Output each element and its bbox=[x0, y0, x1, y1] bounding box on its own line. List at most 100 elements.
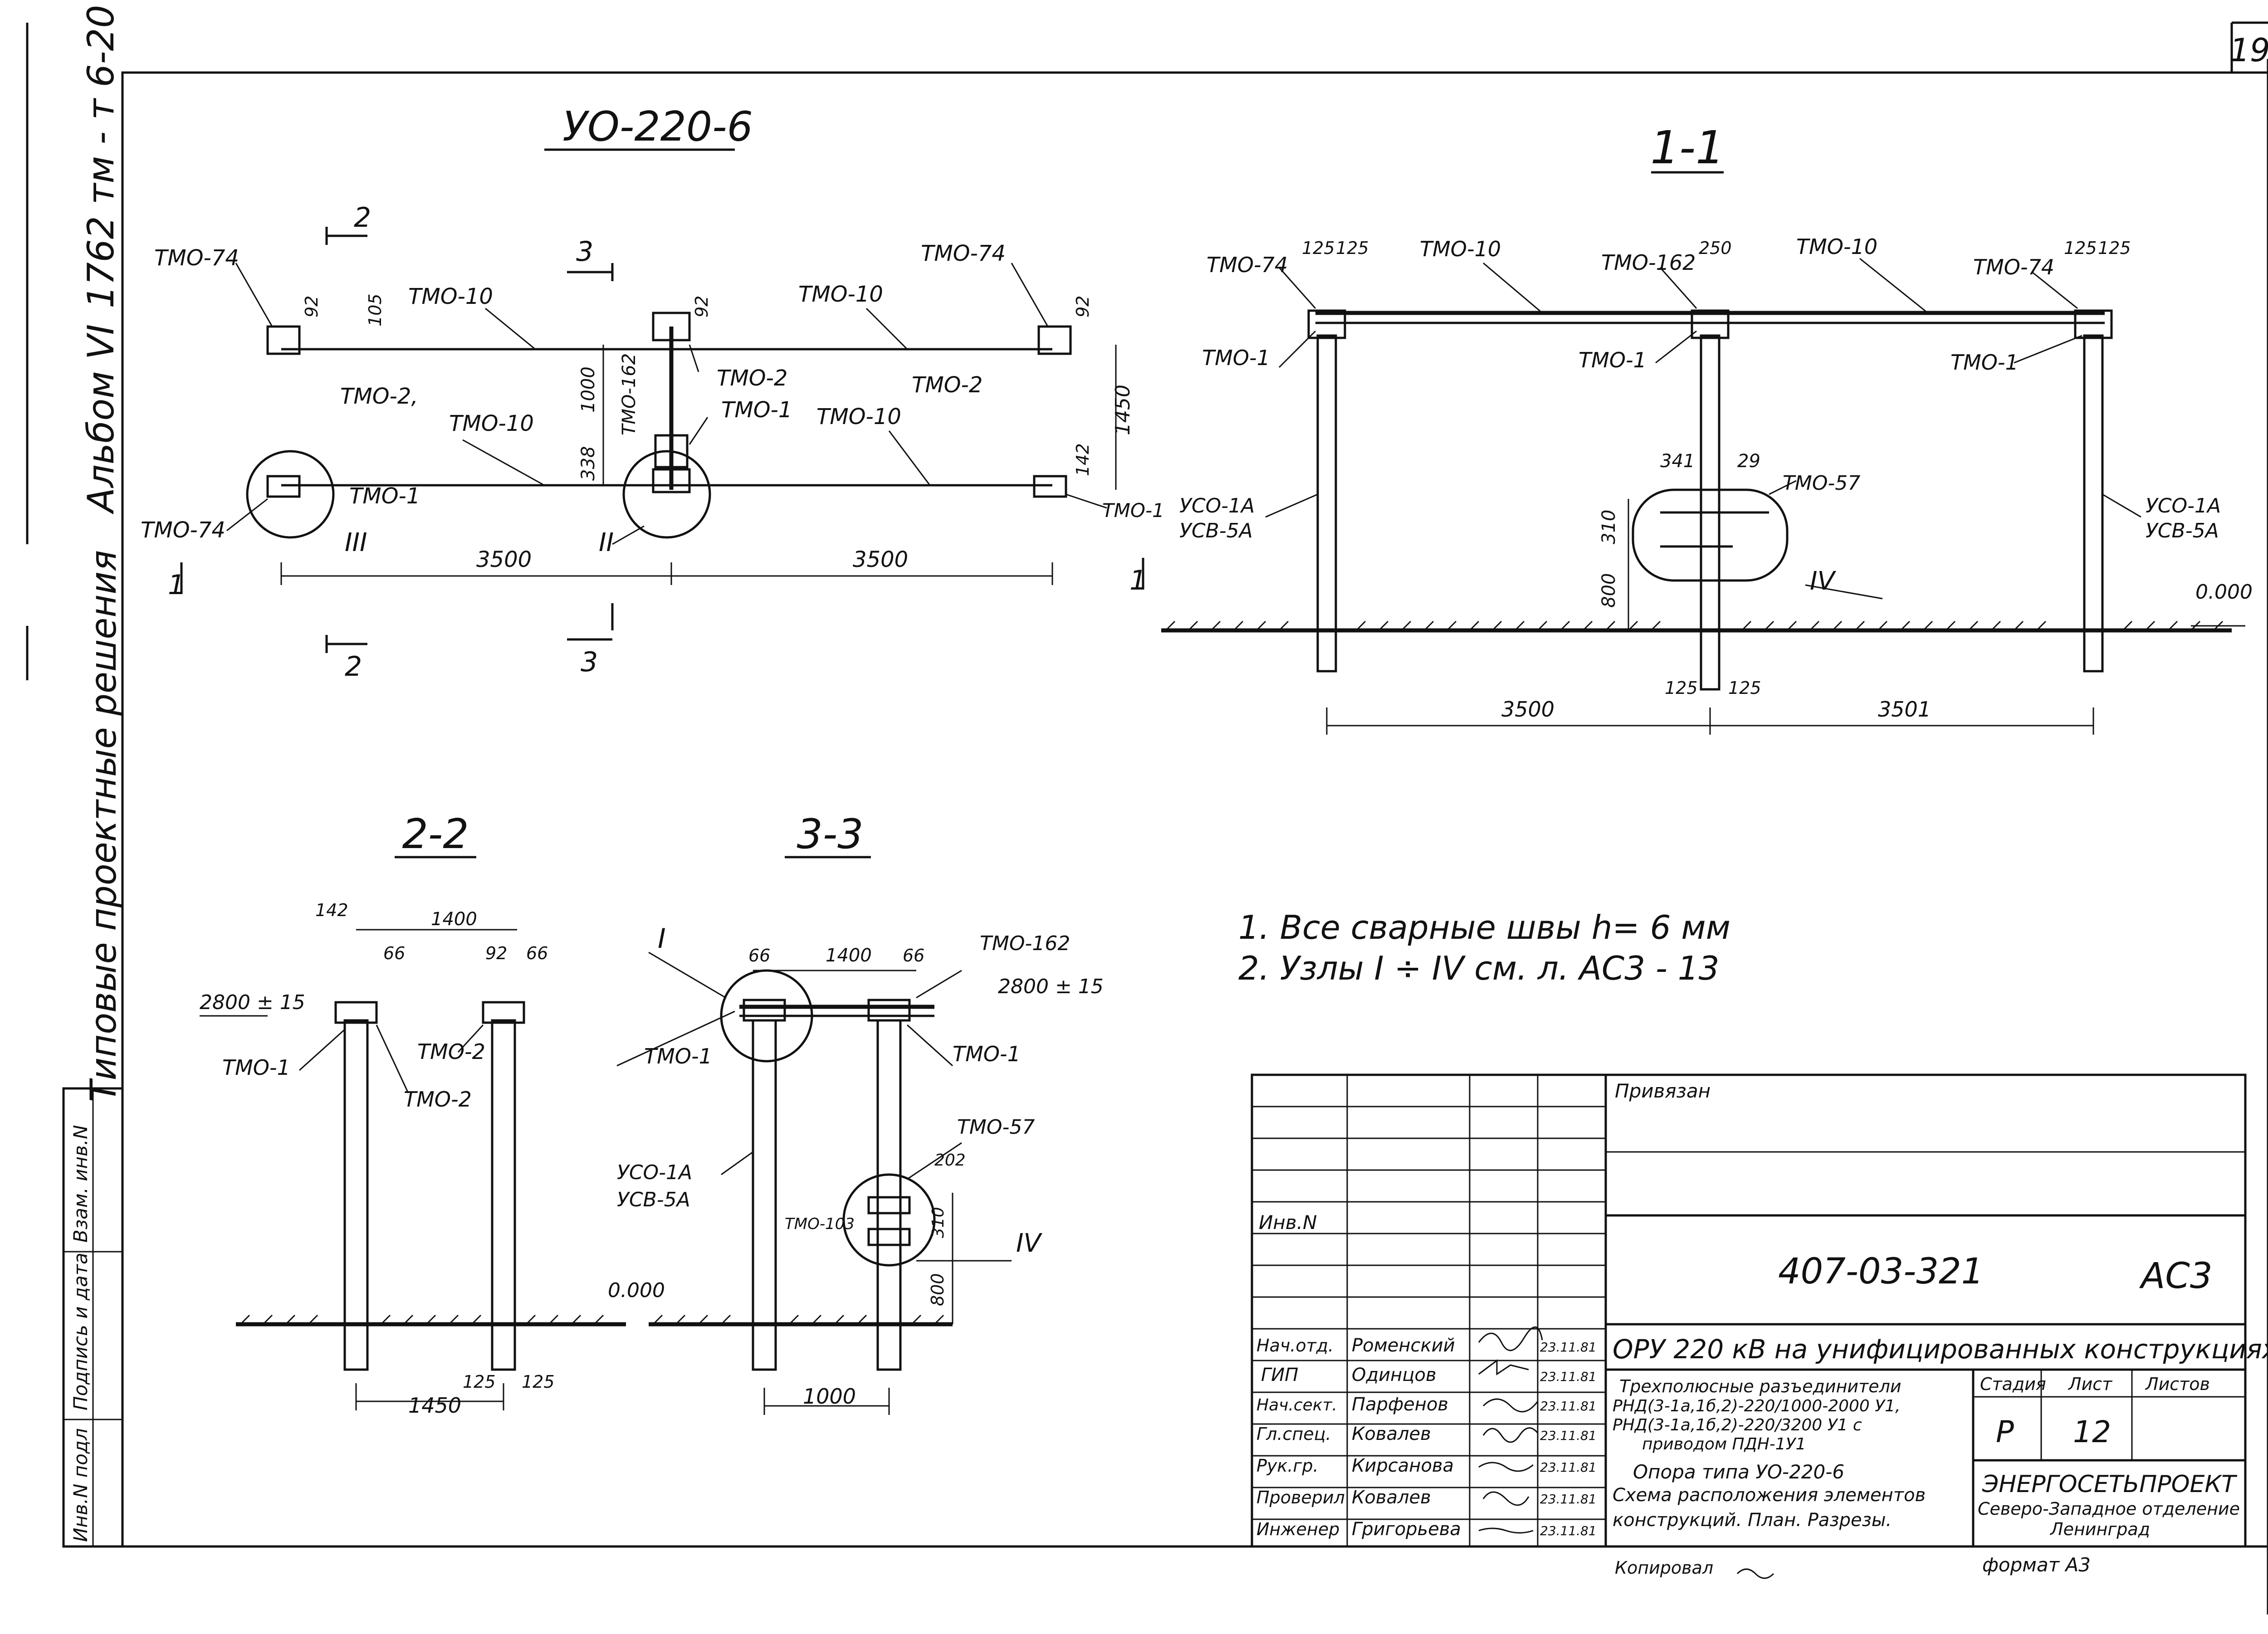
tb-name-6: Григорьева bbox=[1352, 1519, 1461, 1540]
plan-dim-3500-left: 3500 bbox=[476, 547, 532, 572]
plan-dim-1450: 1450 bbox=[1111, 385, 1134, 435]
plan-dim-3500-right: 3500 bbox=[853, 547, 908, 572]
tb-org-1: ЭНЕРГОСЕТЬПРОЕКТ bbox=[1982, 1471, 2238, 1498]
tb-date-6: 23.11.81 bbox=[1540, 1523, 1597, 1538]
plan-dim-1000: 1000 bbox=[578, 366, 599, 413]
tb-desc-4: приводом ПДН-1У1 bbox=[1642, 1435, 1806, 1454]
s11-uso-left: УСО-1А bbox=[1179, 494, 1255, 517]
tb-sheet-desc-3: конструкций. План. Разрезы. bbox=[1613, 1510, 1892, 1531]
tb-inv: Инв.N bbox=[1259, 1211, 1317, 1234]
plan-label-tmo10-3: ТМО-10 bbox=[449, 411, 534, 436]
plan-label-tmo74-left: ТМО-74 bbox=[154, 245, 239, 271]
s22-dim-66-right: 66 bbox=[526, 943, 548, 963]
tb-name-0: Роменский bbox=[1352, 1335, 1455, 1356]
s11-tmo1-right: ТМО-1 bbox=[1950, 350, 2019, 375]
tb-role-1: ГИП bbox=[1261, 1365, 1298, 1385]
plan-sec-1-left: 1 bbox=[168, 569, 185, 601]
plan-dim-92-mid: 92 bbox=[692, 296, 712, 317]
tb-role-4: Рук.гр. bbox=[1256, 1456, 1319, 1476]
tb-date-1: 23.11.81 bbox=[1540, 1369, 1597, 1384]
s33-tmo57: ТМО-57 bbox=[957, 1116, 1035, 1139]
plan-node-2: II bbox=[599, 528, 614, 557]
s33-node-4: IV bbox=[1016, 1229, 1043, 1258]
plan-dim-92-right: 92 bbox=[1073, 296, 1093, 317]
s22-tmo2-mid: ТМО-2 bbox=[417, 1039, 485, 1064]
tb-date-4: 23.11.81 bbox=[1540, 1460, 1597, 1475]
tb-role-5: Проверил bbox=[1256, 1488, 1345, 1507]
s33-tmo1-right: ТМО-1 bbox=[953, 1042, 1021, 1066]
s11-dim-341: 341 bbox=[1660, 451, 1695, 472]
plan-sec-2-bottom: 2 bbox=[345, 651, 362, 683]
plan-sec-2-top: 2 bbox=[354, 202, 371, 234]
s33-lvl: 2800 ± 15 bbox=[998, 975, 1104, 998]
section-1-1 bbox=[1161, 171, 2245, 735]
side-solutions: Типовые проектные решения bbox=[83, 550, 124, 1102]
s33-dim-310: 310 bbox=[929, 1207, 948, 1238]
stamp-col-inv: Инв.N подл bbox=[69, 1428, 92, 1542]
s11-dim-125-f: 125 bbox=[1728, 678, 1761, 698]
left-stamp-strip bbox=[62, 1087, 124, 1548]
s22-title: 2-2 bbox=[402, 810, 469, 858]
s22-lvl: 2800 ± 15 bbox=[200, 991, 305, 1014]
s33-tmo103: ТМО-103 bbox=[785, 1215, 855, 1233]
s33-dim-66-left: 66 bbox=[748, 946, 770, 966]
plan-label-tmo2-right: ТМО-2 bbox=[912, 372, 982, 398]
tb-sheet-desc-2: Схема расположения элементов bbox=[1613, 1485, 1926, 1506]
tb-sheet-desc-1: Опора типа УО-220-6 bbox=[1633, 1461, 1844, 1483]
tb-format: формат А3 bbox=[1982, 1554, 2091, 1576]
tb-name-2: Парфенов bbox=[1352, 1394, 1448, 1415]
tb-role-6: Инженер bbox=[1256, 1519, 1339, 1539]
page-number: 19 bbox=[2229, 32, 2268, 69]
tb-org-3: Ленинград bbox=[2049, 1519, 2150, 1539]
plan-sec-1-right: 1 bbox=[1129, 565, 1147, 596]
s11-tmo1-mid: ТМО-1 bbox=[1579, 348, 1647, 372]
plan-label-tmo1-left: ТМО-1 bbox=[349, 483, 420, 509]
s22-dim-1400: 1400 bbox=[431, 909, 477, 930]
s11-dim-125-e: 125 bbox=[1665, 678, 1698, 698]
tb-desc-2: РНД(3-1а,1б,2)-220/1000-2000 У1, bbox=[1613, 1397, 1901, 1415]
plan-label-tmo10-2: ТМО-10 bbox=[798, 282, 883, 307]
tb-desc-3: РНД(3-1а,1б,2)-220/3200 У1 с bbox=[1613, 1416, 1862, 1434]
s33-dim-800: 800 bbox=[928, 1273, 948, 1306]
s11-usv-left: УСВ-5А bbox=[1179, 519, 1253, 542]
s11-dim-3500: 3500 bbox=[1501, 697, 1554, 722]
s11-dim-125-a: 125 bbox=[1302, 238, 1335, 258]
s33-node-1: I bbox=[658, 923, 666, 955]
tb-date-5: 23.11.81 bbox=[1540, 1492, 1597, 1507]
plan-dim-92-left: 92 bbox=[302, 296, 322, 317]
plan-label-tmo1-mid: ТМО-1 bbox=[721, 397, 792, 423]
plan-label-tmo1-right: ТМО-1 bbox=[1102, 499, 1164, 522]
tb-role-3: Гл.спец. bbox=[1256, 1424, 1331, 1444]
plan-sec-3-top: 3 bbox=[576, 236, 593, 268]
tb-privyazan: Привязан bbox=[1615, 1080, 1711, 1102]
s22-dim-125-b: 125 bbox=[522, 1372, 555, 1392]
s22-dim-1450: 1450 bbox=[408, 1393, 461, 1418]
s22-dim-125-a: 125 bbox=[463, 1372, 496, 1392]
tb-date-3: 23.11.81 bbox=[1540, 1428, 1597, 1443]
tb-role-0: Нач.отд. bbox=[1256, 1336, 1334, 1356]
s11-dim-125-d: 125 bbox=[2098, 238, 2131, 258]
s33-dim-1400: 1400 bbox=[826, 945, 872, 966]
side-code: 1762 тм - т 6-20 bbox=[80, 5, 122, 308]
tb-sheet-no: 12 bbox=[2073, 1415, 2111, 1449]
plan-view: УО-220-6 bbox=[180, 103, 1144, 653]
s22-dim-66-left: 66 bbox=[383, 943, 405, 963]
s33-title: 3-3 bbox=[797, 810, 864, 858]
plan-title: УО-220-6 bbox=[562, 103, 753, 151]
s11-dim-800: 800 bbox=[1598, 573, 1619, 608]
note-1: 1. Все сварные швы h= 6 мм bbox=[1238, 908, 1730, 946]
plan-dim-338: 338 bbox=[578, 446, 599, 481]
note-2: 2. Узлы I ÷ IV см. л. АС3 - 13 bbox=[1238, 949, 1719, 987]
s33-dim-1000: 1000 bbox=[803, 1384, 856, 1409]
tb-org-2: Северо-Западное отделение bbox=[1978, 1499, 2240, 1519]
plan-label-tmo74-bottom: ТМО-74 bbox=[141, 517, 225, 543]
tb-copied: Копировал bbox=[1615, 1558, 1713, 1578]
signature-marks bbox=[1478, 1326, 1774, 1579]
s11-dim-310: 310 bbox=[1598, 510, 1619, 544]
s11-tmo74-left: ТМО-74 bbox=[1207, 253, 1288, 277]
s33-dim-66-right: 66 bbox=[903, 946, 924, 966]
s22-tmo1: ТМО-1 bbox=[222, 1055, 290, 1080]
s11-uso-right: УСО-1А bbox=[2146, 494, 2221, 517]
s22-dim-92: 92 bbox=[485, 943, 507, 963]
